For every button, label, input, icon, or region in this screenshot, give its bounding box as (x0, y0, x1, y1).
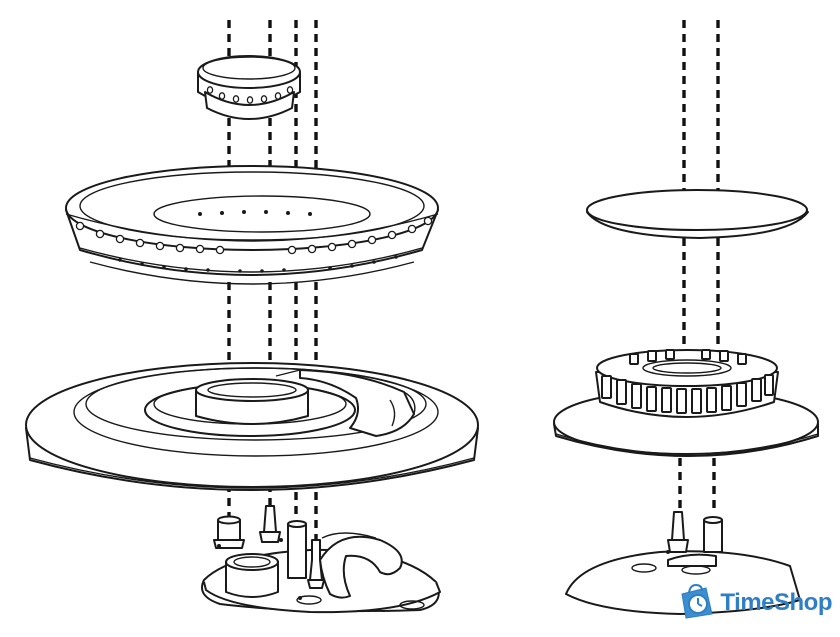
flame-ring-small-holes (118, 255, 398, 273)
flame-ring-inner-holes (198, 210, 312, 216)
right-injector-plate (565, 511, 801, 615)
right-cap-disc (586, 189, 809, 239)
crown-slots (601, 349, 774, 414)
left-burner-base (25, 362, 479, 491)
watermark-brand-text: TimeShop (720, 588, 832, 616)
flame-ring-holes (75, 216, 433, 255)
shopping-bag-clock-icon (676, 580, 718, 625)
flame-ring (65, 165, 439, 285)
watermark-logo: TimeShop (676, 580, 832, 625)
right-crown-burner (553, 349, 819, 457)
right-alignment-lines (678, 20, 720, 512)
left-injector-plate (201, 505, 441, 614)
small-burner-cap (197, 55, 301, 120)
